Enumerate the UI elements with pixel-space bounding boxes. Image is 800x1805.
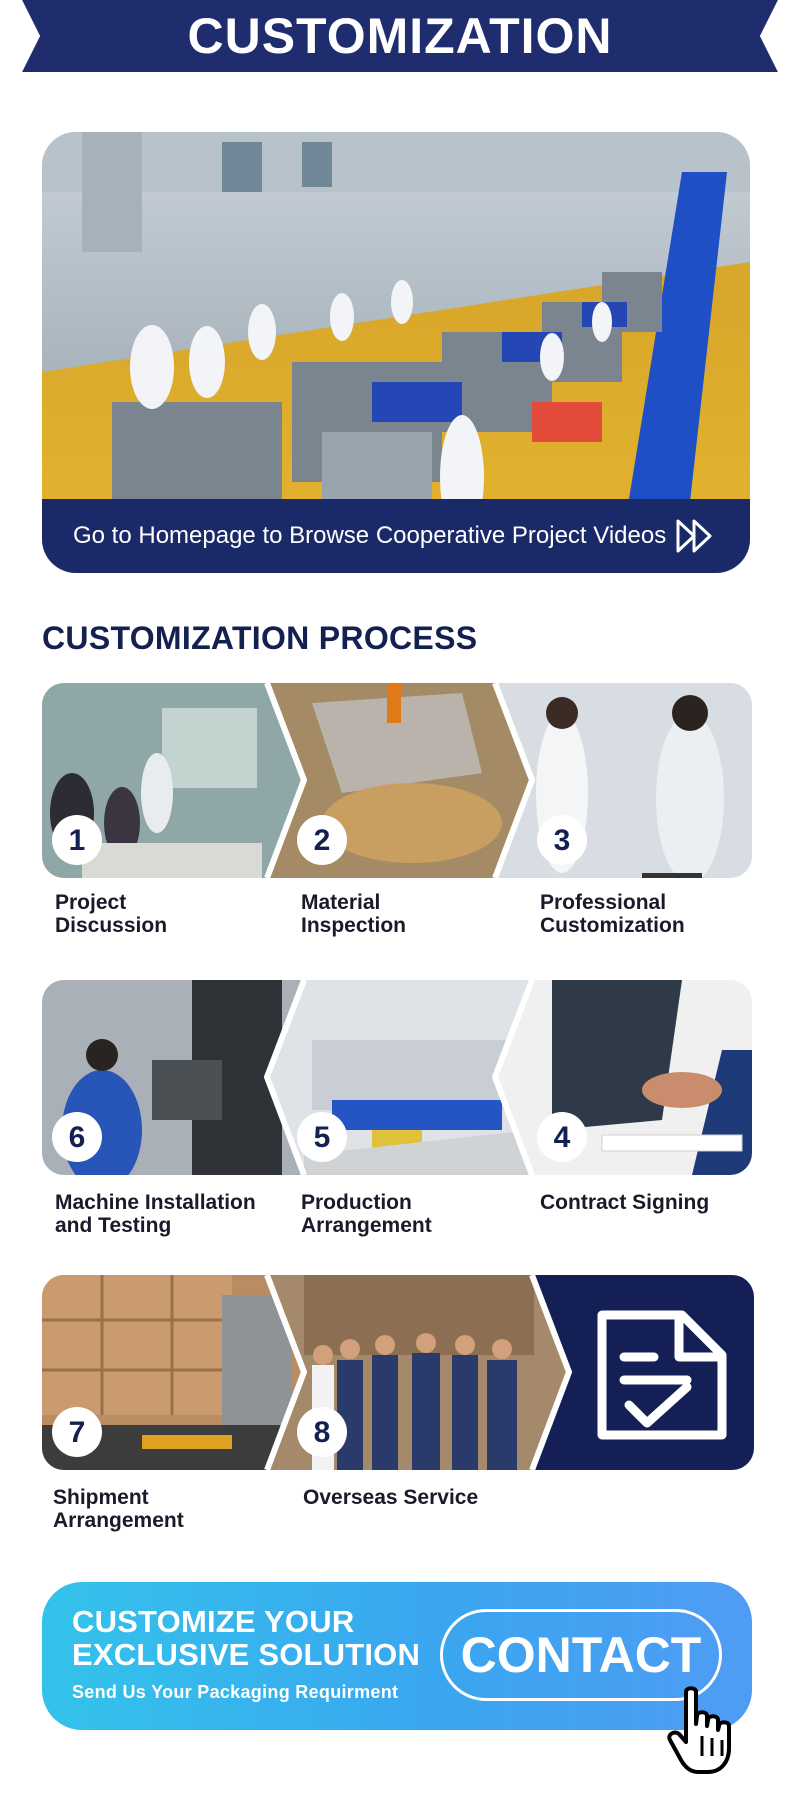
contact-button[interactable]: CONTACT (440, 1609, 722, 1701)
cta-headline-line1: CUSTOMIZE YOUR (72, 1604, 355, 1639)
step-1-number: 1 (69, 824, 86, 857)
step-4-label: Contract Signing (540, 1191, 710, 1214)
banner-title: CUSTOMIZATION (187, 8, 613, 64)
step-5-label: Production Arrangement (301, 1191, 432, 1237)
step-2-label: Material Inspection (301, 891, 407, 937)
step-7-label: Shipment Arrangement (53, 1486, 184, 1532)
step-8-badge: 8 (297, 1407, 347, 1457)
step-8-label: Overseas Service (303, 1486, 479, 1509)
factory-floor-illustration (42, 132, 750, 573)
step-1-badge: 1 (52, 815, 102, 865)
process-section-title: CUSTOMIZATION PROCESS (42, 620, 478, 656)
step-8-number: 8 (314, 1416, 331, 1449)
step-7-badge: 7 (52, 1407, 102, 1457)
factory-hero-image[interactable]: Go to Homepage to Browse Cooperative Pro… (42, 132, 750, 573)
step-4-badge: 4 (537, 1112, 587, 1162)
step-5-badge: 5 (297, 1112, 347, 1162)
step-2-number: 2 (314, 824, 331, 857)
step-2-badge: 2 (297, 815, 347, 865)
cta-headline-line2: EXCLUSIVE SOLUTION (72, 1637, 421, 1672)
cta-subtext: Send Us Your Packaging Requirment (72, 1682, 399, 1702)
process-row-3: 7 8 (42, 1275, 754, 1470)
homepage-video-link[interactable]: Go to Homepage to Browse Cooperative Pro… (42, 499, 750, 573)
step-4-number: 4 (554, 1121, 571, 1154)
step-1-label: Project Discussion (55, 891, 168, 937)
banner-ribbon (0, 0, 800, 72)
document-check-icon (597, 1310, 727, 1440)
process-row-1: 1 2 3 (42, 683, 752, 878)
step-6-number: 6 (69, 1121, 86, 1154)
step-3-number: 3 (554, 824, 571, 857)
step-7-number: 7 (69, 1416, 86, 1449)
hand-pointer-icon (667, 1686, 731, 1774)
step-5-number: 5 (314, 1121, 331, 1154)
final-step-panel (532, 1275, 754, 1470)
cta-banner: CUSTOMIZE YOUR EXCLUSIVE SOLUTION Send U… (42, 1582, 752, 1730)
step-6-badge: 6 (52, 1112, 102, 1162)
double-chevron-right-icon (676, 519, 712, 553)
process-row-2: 6 5 4 (42, 980, 752, 1175)
step-3-label: Professional Customization (540, 891, 685, 937)
header-banner: CUSTOMIZATION (0, 0, 800, 72)
step-6-label: Machine Installation and Testing (55, 1191, 256, 1237)
homepage-video-link-text: Go to Homepage to Browse Cooperative Pro… (73, 522, 667, 549)
step-3-badge: 3 (537, 815, 587, 865)
